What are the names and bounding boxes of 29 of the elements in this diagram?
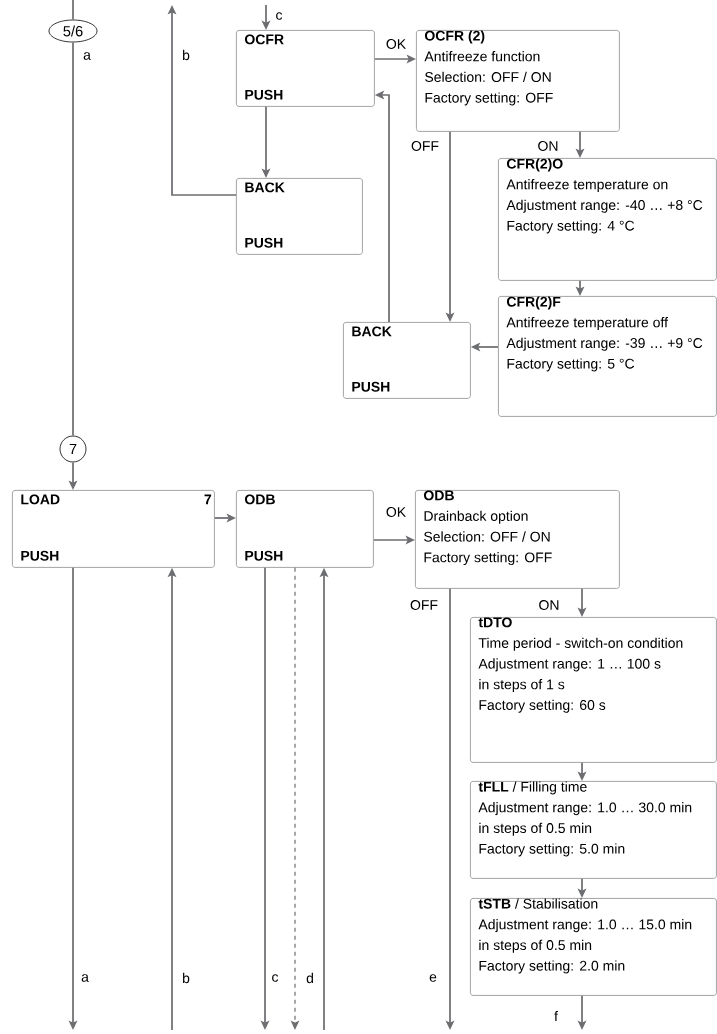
parameter-box: CFR(2)O Antifreeze temperature on Adjustment range: -40 … +8 °C Factory setting: 4 °C xyxy=(498,158,717,281)
edge-label: c xyxy=(274,10,284,22)
edge-label: OFF xyxy=(408,598,440,612)
edge-label: b xyxy=(180,48,192,62)
parameter-box: tFLL / Filling time Adjustment range: 1.0 … 30.0 min in steps of 0.5 min Factory setting: 5.0 min xyxy=(470,781,717,879)
connector-line xyxy=(72,41,74,437)
parameter-box: tDTO Time period - switch-on condition Adjustment range: 1 … 100 s in steps of 1 s Factory setting: 60 s xyxy=(470,617,717,763)
edge-label: b xyxy=(180,971,192,985)
display-box: BACK PUSH xyxy=(236,178,363,255)
edge-label: c xyxy=(270,972,280,984)
parameter-box: CFR(2)F Antifreeze temperature off Adjustment range: -39 … +9 °C Factory setting: 5 °C xyxy=(498,296,717,417)
display-box: ODB PUSH xyxy=(236,490,374,568)
parameter-box: OCFR (2) Antifreeze function Selection: OFF / ON Factory setting: OFF xyxy=(416,30,620,132)
parameter-box: tSTB / Stabilisation Adjustment range: 1.0 … 15.0 min in steps of 0.5 min Factory setting: 2.0 min xyxy=(470,898,717,996)
edge-label: a xyxy=(79,972,91,984)
edge-label: OK xyxy=(384,37,408,51)
edge-label: ON xyxy=(536,139,560,153)
parameter-box: ODB Drainback option Selection: OFF / ON Factory setting: OFF xyxy=(415,490,620,589)
edge-label: a xyxy=(81,50,93,62)
connector-line xyxy=(72,0,74,21)
display-box: BACK PUSH xyxy=(343,322,471,399)
edge-label: OFF xyxy=(409,139,441,153)
edge-label: OK xyxy=(384,505,408,519)
display-box: OCFR PUSH xyxy=(236,30,375,107)
display-box: LOAD 7 PUSH xyxy=(12,490,215,568)
edge-label: f xyxy=(552,1009,560,1023)
edge-label: d xyxy=(304,971,316,985)
edge-label: ON xyxy=(537,598,561,612)
connector-label: e xyxy=(427,972,439,984)
